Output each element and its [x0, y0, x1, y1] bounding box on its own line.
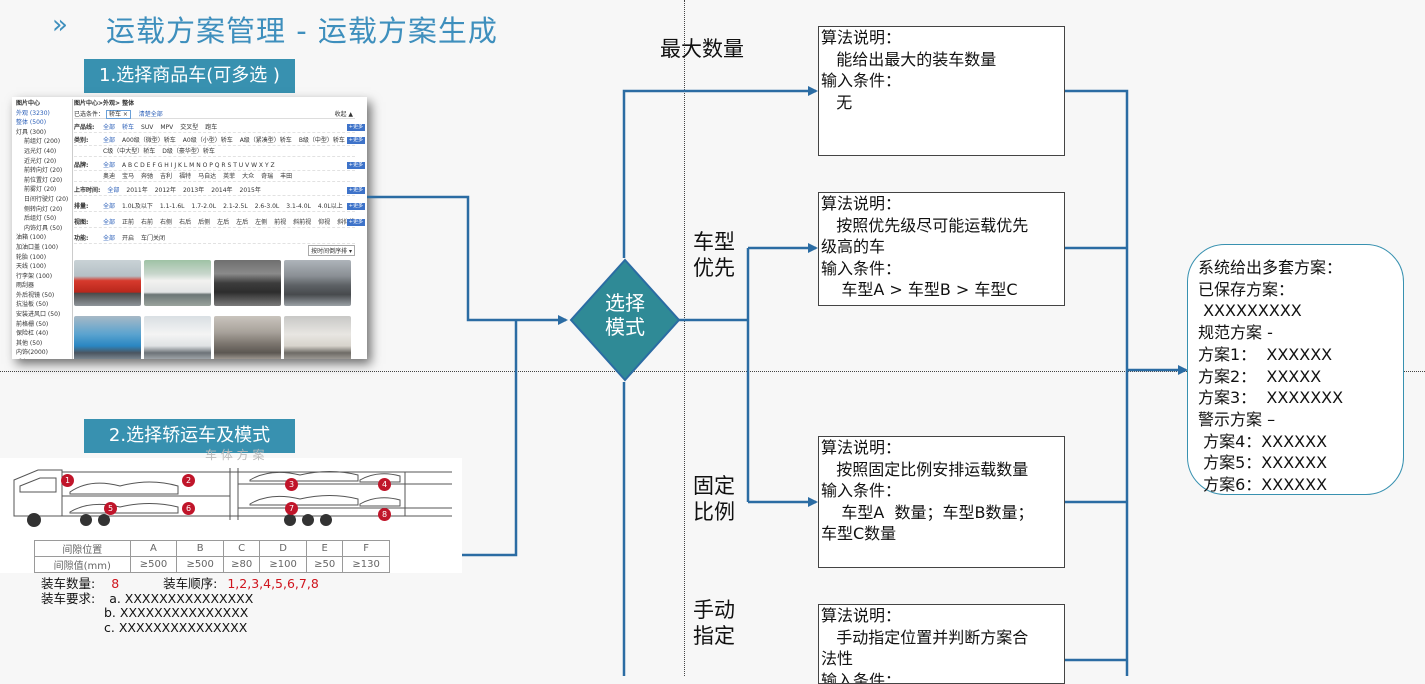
decision-label: 选择 模式: [569, 291, 681, 339]
algorithm-box-line: 车型C数量: [821, 523, 1062, 545]
mode-label-line: 手动: [693, 597, 735, 623]
mode-label-ratio: 固定 比例: [693, 473, 735, 525]
algorithm-box-line: 车型A > 车型B > 车型C: [821, 279, 1062, 301]
result-line: 方案1： XXXXXX: [1198, 344, 1403, 366]
algorithm-box-line: 算法说明：: [821, 437, 1062, 459]
algorithm-box-line: 算法说明：: [821, 605, 1062, 627]
result-line: 方案2： XXXXX: [1198, 366, 1403, 388]
algorithm-box-line: 无: [821, 92, 1062, 114]
mode-label-line: 车型: [693, 229, 735, 255]
result-line: 已保存方案：: [1198, 279, 1403, 301]
algorithm-box-line: 手动指定位置并判断方案合: [821, 627, 1062, 649]
result-line: 规范方案 -: [1198, 322, 1403, 344]
algorithm-box-line: 输入条件：: [821, 480, 1062, 502]
result-line: 方案6：XXXXXX: [1198, 474, 1403, 496]
result-line: 方案5：XXXXXX: [1198, 452, 1403, 474]
algorithm-box-line: 输入条件：: [821, 258, 1062, 280]
result-line: XXXXXXXXX: [1198, 300, 1403, 322]
algorithm-box-line: 算法说明：: [821, 27, 1062, 49]
result-line: 系统给出多套方案：: [1198, 257, 1403, 279]
decision-label-line: 模式: [569, 315, 681, 339]
mode-label-line: 比例: [693, 499, 735, 525]
mode-label-priority: 车型 优先: [693, 229, 735, 281]
result-line: 警示方案 –: [1198, 409, 1403, 431]
algorithm-box-line: 输入条件：: [821, 670, 1062, 684]
result-line: 方案3： XXXXXXX: [1198, 387, 1403, 409]
algorithm-box-line: 法性: [821, 648, 1062, 670]
algorithm-box-manual: 算法说明： 手动指定位置并判断方案合法性输入条件：: [818, 604, 1065, 684]
mode-label-line: 固定: [693, 473, 735, 499]
algorithm-box-priority: 算法说明： 按照优先级尽可能运载优先级高的车输入条件： 车型A > 车型B > …: [818, 192, 1065, 306]
decision-label-line: 选择: [569, 291, 681, 315]
mode-label-manual: 手动 指定: [693, 597, 735, 649]
algorithm-box-line: 按照优先级尽可能运载优先: [821, 215, 1062, 237]
mode-label-line: 优先: [693, 255, 735, 281]
algorithm-box-line: 输入条件：: [821, 70, 1062, 92]
algorithm-box-max: 算法说明： 能给出最大的装车数量输入条件： 无: [818, 26, 1065, 156]
algorithm-box-line: 能给出最大的装车数量: [821, 49, 1062, 71]
algorithm-box-ratio: 算法说明： 按照固定比例安排运载数量输入条件： 车型A 数量；车型B数量；车型C…: [818, 436, 1065, 568]
mode-label-max: 最大数量: [660, 36, 744, 62]
result-line: 方案4：XXXXXX: [1198, 431, 1403, 453]
algorithm-box-line: 算法说明：: [821, 193, 1062, 215]
algorithm-box-line: 车型A 数量；车型B数量；: [821, 502, 1062, 524]
algorithm-box-line: 级高的车: [821, 236, 1062, 258]
mode-label-line: 指定: [693, 623, 735, 649]
algorithm-box-line: 按照固定比例安排运载数量: [821, 459, 1062, 481]
